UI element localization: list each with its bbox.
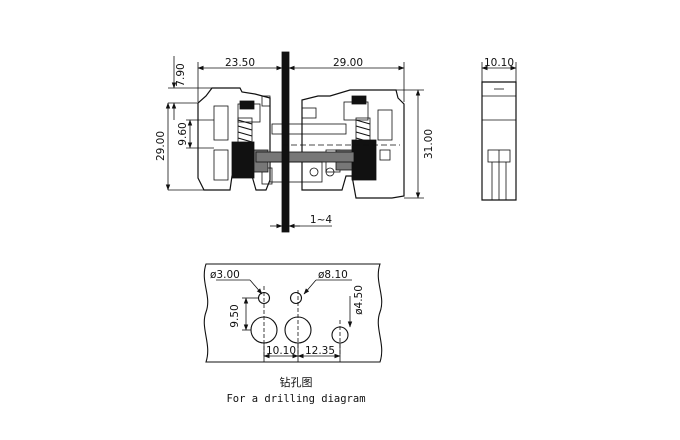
right-side-slot (377, 109, 393, 141)
left-top-tab (261, 95, 271, 107)
height-left-label: 29.00 (155, 131, 167, 161)
mounting-panel (281, 51, 290, 233)
spacing-2-label: 12.35 (305, 345, 335, 357)
drilling-panel-outline (203, 263, 383, 363)
depth-label: 10.10 (484, 57, 514, 69)
front-dimensions: 23.50 29.00 7.90 29.00 9.60 31.00 1~4 (155, 56, 435, 229)
right-screw-head (351, 95, 367, 105)
front-view (197, 51, 405, 233)
width-left-label: 23.50 (225, 57, 255, 69)
left-screw-head (239, 100, 255, 110)
right-small-square (379, 149, 391, 161)
top-offset-label: 7.90 (175, 63, 187, 86)
right-top-tab (301, 107, 317, 119)
left-lower-foot (213, 149, 229, 181)
small-hole-label: ø3.00 (210, 269, 240, 281)
inner-height-label: 9.60 (177, 122, 189, 145)
spacing-1-label: 10.10 (266, 345, 296, 357)
drilling-diagram: ø3.00 ø8.10 ø4.50 9.50 10.10 12.35 (203, 263, 383, 363)
connector-bar (255, 151, 355, 163)
left-rail-foot (213, 105, 229, 141)
side-housing (481, 81, 517, 201)
vertical-offset-label: 9.50 (229, 304, 241, 327)
left-clamp-body (231, 141, 255, 179)
nut-hole-1 (309, 167, 319, 177)
small-hole-mid (289, 291, 303, 305)
width-right-label: 29.00 (333, 57, 363, 69)
upper-bar (271, 123, 347, 135)
height-right-label: 31.00 (423, 129, 435, 159)
mount-nut (269, 161, 323, 183)
nut-hole-2 (325, 167, 335, 177)
right-clamp-body (351, 139, 377, 181)
side-hole-label: ø4.50 (353, 285, 365, 315)
panel-range-label: 1~4 (310, 214, 332, 226)
side-view: 10.10 (481, 57, 517, 201)
large-hole-label: ø8.10 (318, 269, 348, 281)
caption-english: For a drilling diagram (226, 393, 365, 405)
caption-chinese: 钻孔图 (280, 375, 313, 389)
